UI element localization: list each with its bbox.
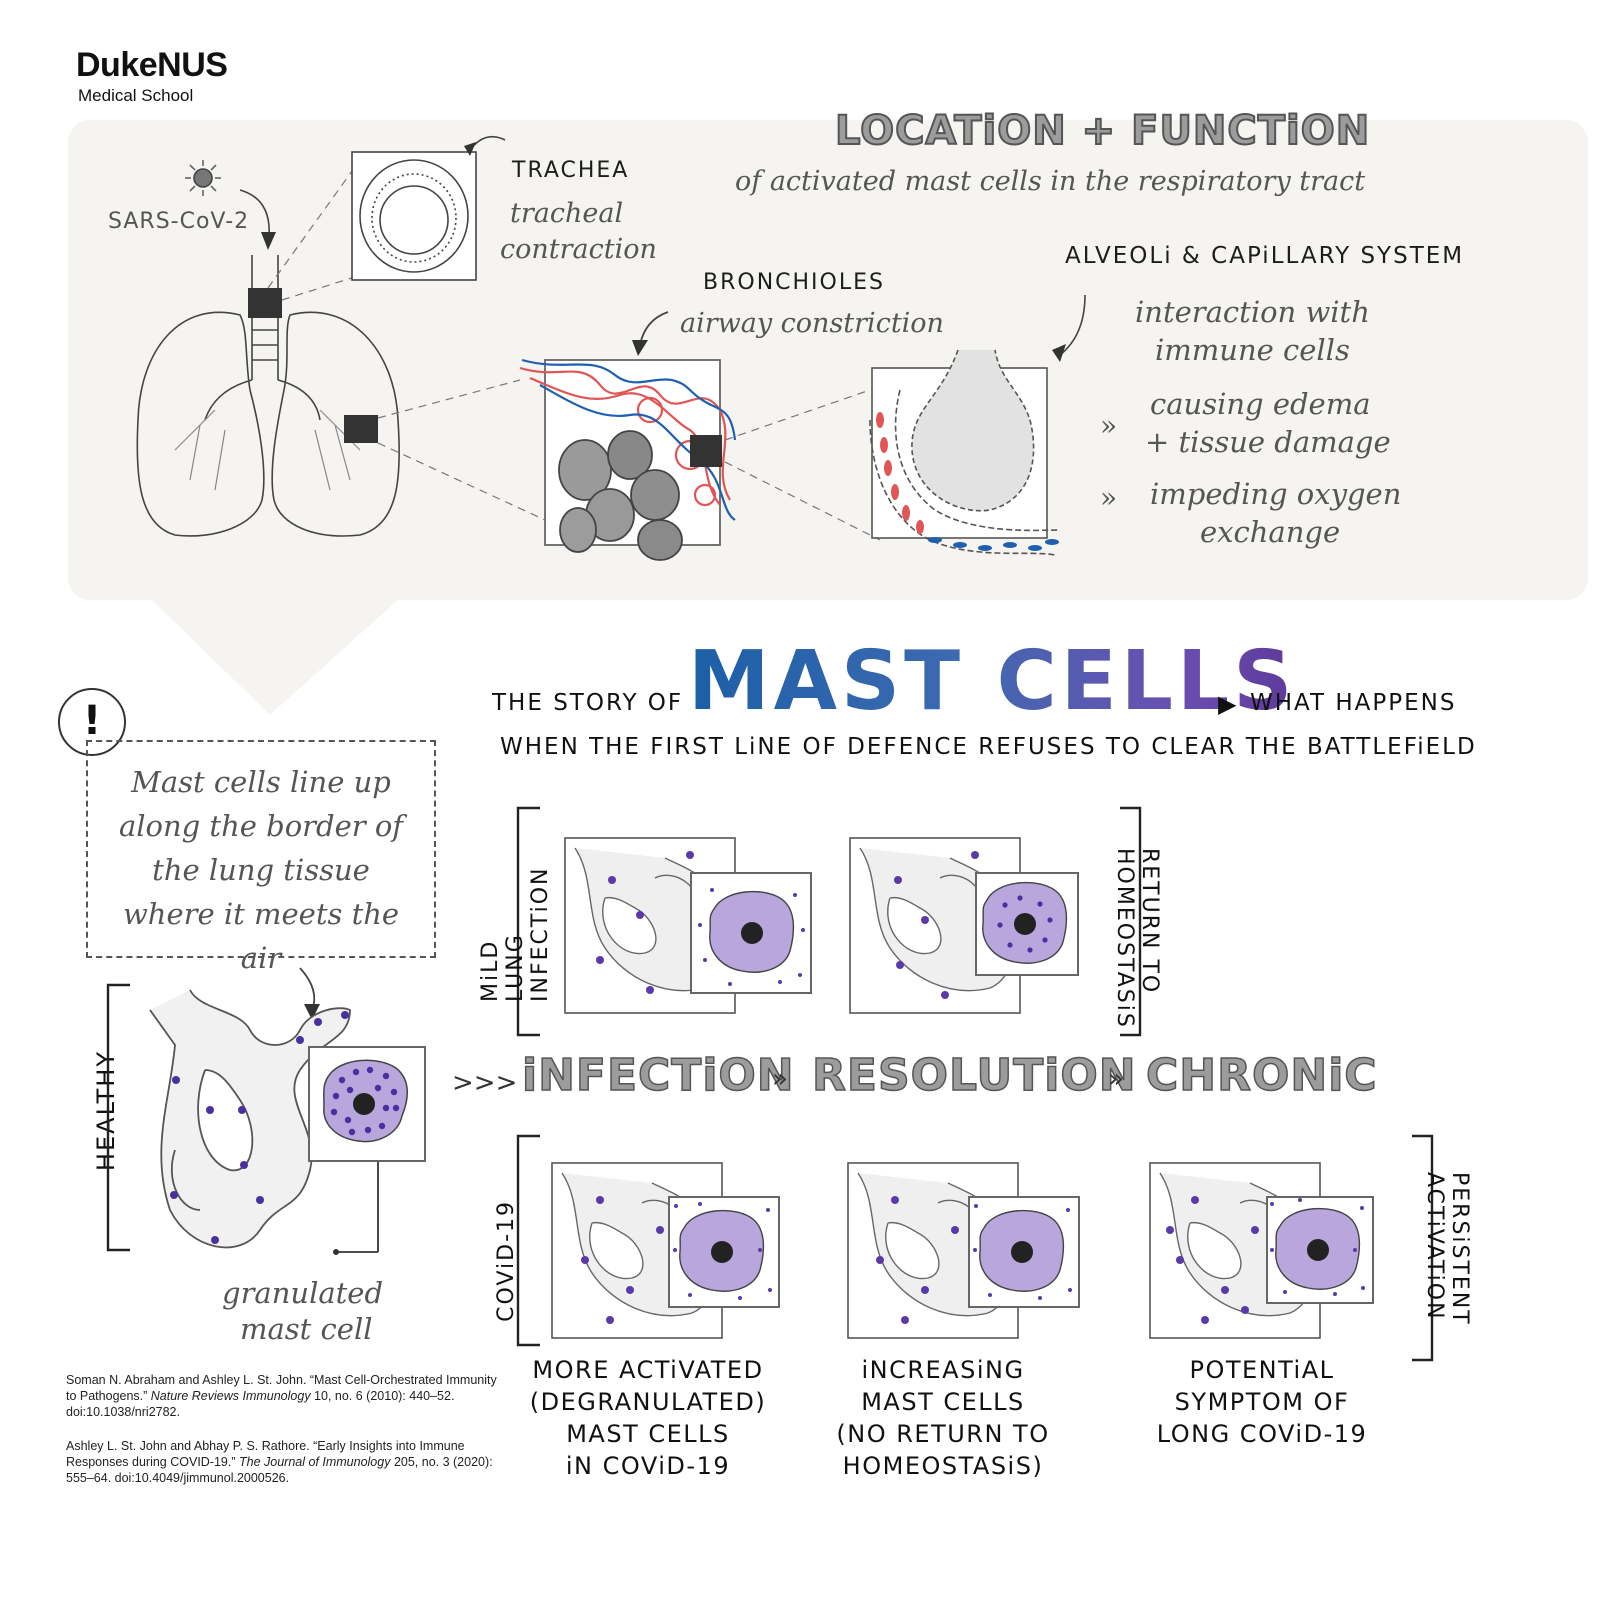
reference-2: Ashley L. St. John and Abhay P. S. Ratho…: [66, 1438, 506, 1486]
alveoli-bullet-2: »: [1100, 481, 1118, 514]
trachea-title: TRACHEA: [512, 158, 630, 183]
reference-1-details: 10, no. 6 (2010): 440–52. doi:10.1038/nr…: [66, 1389, 455, 1419]
persistent-cell-zoom: [1266, 1196, 1374, 1304]
covid-cell-zoom: [668, 1196, 780, 1308]
caption-covid-line-3: MAST CELLS: [566, 1420, 730, 1448]
label-mild-lung-infection: MiLD LUNG INFECTiON: [478, 866, 553, 1002]
stage-chronic: CHRONiC: [1145, 1049, 1378, 1102]
story-line-2: WHEN THE FIRST LiNE OF DEFENCE REFUSES T…: [500, 734, 1477, 760]
caption-long-covid-line-1: POTENTiAL: [1189, 1356, 1335, 1384]
granulated-label-2: mast cell: [240, 1312, 373, 1346]
references: Soman N. Abraham and Ashley L. St. John.…: [66, 1372, 506, 1504]
caption-increasing-line-4: HOMEOSTASiS): [842, 1452, 1044, 1480]
caption-covid-line-4: iN COViD-19: [565, 1452, 731, 1480]
mast-cell-note: Mast cells line up along the border of t…: [86, 740, 436, 975]
trachea-note-1: tracheal: [510, 198, 624, 229]
alveoli-line-2: immune cells: [1155, 333, 1350, 367]
alveoli-bullet-1: »: [1100, 409, 1118, 442]
header-subtitle: of activated mast cells in the respirato…: [735, 166, 1366, 197]
caption-increasing-line-3: (NO RETURN TO: [836, 1420, 1050, 1448]
story-suffix: WHAT HAPPENS: [1250, 690, 1457, 716]
virus-label: SARS-CoV-2: [108, 209, 250, 234]
story-prefix: THE STORY OF: [492, 690, 684, 716]
reference-1: Soman N. Abraham and Ashley L. St. John.…: [66, 1372, 506, 1420]
alveoli-line-5: impeding oxygen: [1150, 477, 1402, 511]
caption-long-covid: POTENTiAL SYMPTOM OF LONG COViD-19: [1142, 1354, 1382, 1450]
caption-increasing-line-1: iNCREASiNG: [861, 1356, 1025, 1384]
alveoli-line-3: causing edema: [1150, 387, 1371, 421]
caption-increasing: iNCREASiNG MAST CELLS (NO RETURN TO HOME…: [818, 1354, 1068, 1482]
reference-2-journal: The Journal of Immunology: [239, 1455, 391, 1469]
mild-infection-cell-zoom: [690, 872, 812, 994]
alveoli-title: ALVEOLi & CAPiLLARY SYSTEM: [1065, 243, 1465, 269]
alert-icon: !: [58, 688, 126, 756]
granulated-label-1: granulated: [222, 1276, 384, 1310]
alveoli-line-1: interaction with: [1135, 295, 1370, 329]
caption-long-covid-line-3: LONG COViD-19: [1156, 1420, 1368, 1448]
stages-lead-chevrons: >>>: [452, 1068, 518, 1098]
caption-increasing-line-2: MAST CELLS: [861, 1388, 1025, 1416]
label-covid-19: COViD-19: [494, 1200, 519, 1322]
bronchioles-title: BRONCHIOLES: [703, 270, 885, 295]
trachea-note-2: contraction: [500, 234, 657, 265]
return-homeostasis-cell-zoom: [975, 872, 1079, 976]
caption-covid: MORE ACTiVATED (DEGRANULATED) MAST CELLS…: [518, 1354, 778, 1482]
label-persistent-activation: PERSiSTENT ACTiVATiON: [1422, 1172, 1472, 1326]
stage-infection: iNFECTiON: [521, 1049, 795, 1102]
bronchioles-note: airway constriction: [680, 308, 944, 339]
logo-wordmark: DukeNUS: [76, 46, 228, 84]
healthy-cell-zoom: [308, 1046, 426, 1162]
stage-separator-2: »: [1108, 1064, 1124, 1094]
reference-2-details: 205, no. 3 (2020): 555–64. doi:10.4049/j…: [66, 1455, 493, 1485]
alveoli-line-4: + tissue damage: [1145, 425, 1391, 459]
logo-subtitle: Medical School: [78, 86, 194, 105]
reference-1-authors: Soman N. Abraham and Ashley L. St. John.…: [66, 1373, 497, 1403]
alveoli-line-6: exchange: [1200, 515, 1341, 549]
caption-covid-line-1: MORE ACTiVATED: [532, 1356, 764, 1384]
mast-cells-title: MAST CELLS: [688, 634, 1297, 729]
increasing-cell-zoom: [968, 1196, 1080, 1308]
header-title: LOCATiON + FUNCTiON: [834, 107, 1371, 155]
reference-2-authors: Ashley L. St. John and Abhay P. S. Ratho…: [66, 1439, 465, 1469]
caption-long-covid-line-2: SYMPTOM OF: [1174, 1388, 1350, 1416]
story-arrow: ▶: [1218, 690, 1237, 718]
caption-covid-line-2: (DEGRANULATED): [529, 1388, 767, 1416]
stage-separator-1: »: [772, 1064, 788, 1094]
stage-resolution: RESOLUTiON: [811, 1049, 1137, 1102]
label-healthy: HEALTHY: [92, 1050, 120, 1172]
label-return-homeostasis: RETURN TO HOMEOSTASiS: [1112, 848, 1162, 1029]
reference-1-journal: Nature Reviews Immunology: [150, 1389, 311, 1403]
